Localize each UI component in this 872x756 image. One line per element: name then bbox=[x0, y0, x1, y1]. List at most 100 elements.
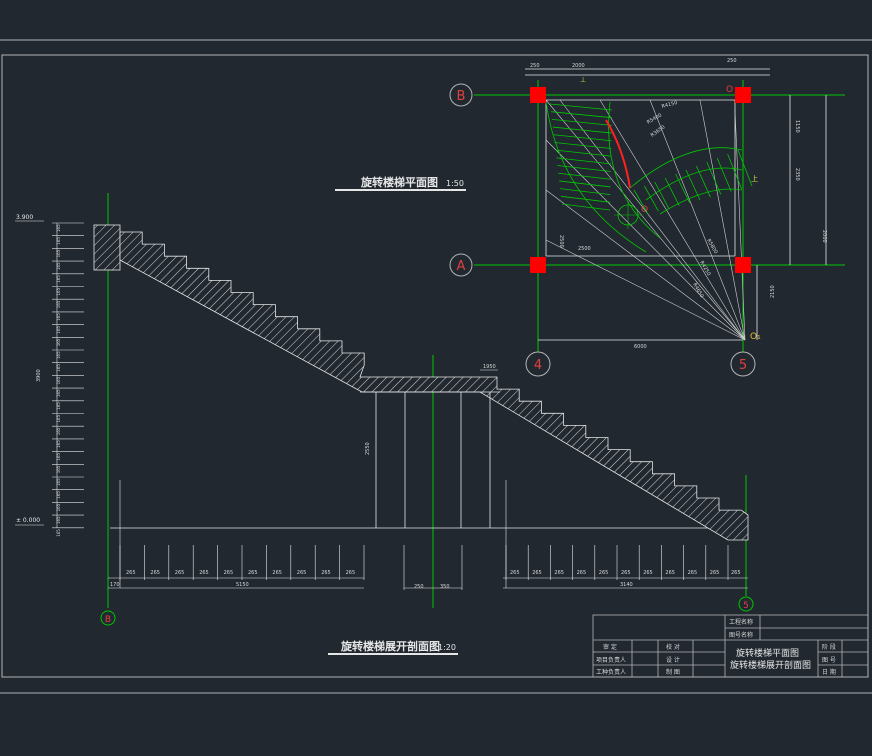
radial-line bbox=[545, 189, 746, 341]
plan-boundaries bbox=[525, 68, 827, 341]
tread-line-lower bbox=[685, 169, 701, 201]
height-scale-label: 165 bbox=[56, 389, 61, 397]
dim-left-a: 2500 bbox=[558, 235, 564, 248]
tread-line-upper bbox=[551, 118, 612, 126]
dim-inner-a: 2500 bbox=[578, 246, 591, 252]
axis-label-4: 4 bbox=[534, 358, 542, 373]
height-scale-label: 165 bbox=[56, 287, 61, 295]
tread-line-upper bbox=[554, 142, 612, 149]
axis-bubble-4 bbox=[525, 351, 551, 377]
tread-line-lower bbox=[716, 157, 732, 192]
height-scale-label: 165 bbox=[56, 453, 61, 461]
tread-line-upper bbox=[549, 103, 613, 111]
left-chain-label: 265 bbox=[199, 570, 209, 576]
right-chain-label: 265 bbox=[688, 570, 698, 576]
tread-line-lower bbox=[644, 185, 659, 212]
axis-bubble-b bbox=[449, 83, 473, 107]
tread-line-lower bbox=[675, 173, 690, 203]
right-chain-label: 265 bbox=[643, 570, 653, 576]
section-axis-bubble-b bbox=[100, 610, 116, 626]
height-scale-label: 165 bbox=[56, 465, 61, 473]
dim-bottom: 6000 bbox=[634, 344, 647, 350]
section-axis-label-5: 5 bbox=[743, 601, 749, 611]
tread-line-upper bbox=[558, 172, 611, 180]
height-scale-label: 165 bbox=[56, 427, 61, 435]
tread-line-lower bbox=[664, 177, 680, 206]
radial-line bbox=[559, 99, 746, 341]
height-scale-label: 165 bbox=[56, 338, 61, 346]
height-scale-label: 165 bbox=[56, 516, 61, 524]
height-scale-label: 165 bbox=[56, 224, 61, 232]
axis-bubble-5 bbox=[730, 351, 756, 377]
plan-scale: 1:50 bbox=[446, 179, 464, 188]
tread-line-lower bbox=[706, 161, 722, 195]
height-scale-label: 165 bbox=[56, 300, 61, 308]
tread-line-upper bbox=[557, 165, 611, 172]
left-chain-label: 265 bbox=[272, 570, 282, 576]
left-chain-label: 265 bbox=[321, 570, 331, 576]
section-axis-label-b: B bbox=[105, 615, 111, 625]
height-scale-label: 165 bbox=[56, 503, 61, 511]
tb-check: 校 对 bbox=[666, 643, 680, 651]
right-chain-label: 265 bbox=[710, 570, 720, 576]
plan-red-arc bbox=[605, 119, 631, 189]
section-landing-elev: 1950 bbox=[483, 364, 496, 370]
tread-line-lower bbox=[654, 181, 670, 209]
plan-title: 旋转楼梯平面图 bbox=[360, 175, 438, 189]
tread-line-upper bbox=[561, 195, 611, 203]
section-axis-bubble-5 bbox=[738, 596, 754, 612]
plan-columns bbox=[530, 87, 751, 273]
tb-design: 设 计 bbox=[666, 656, 680, 664]
height-scale-label: 165 bbox=[56, 440, 61, 448]
right-chain-label: 265 bbox=[577, 570, 587, 576]
tb-stage-label: 阶 段 bbox=[822, 643, 836, 651]
dim-right-b: 2350 bbox=[794, 168, 800, 181]
height-scale-label: 165 bbox=[56, 326, 61, 334]
title-block: 工程名称 图号名称 审 定 校 对 项目负责人 设 计 工种负责人 制 图 旋转… bbox=[592, 614, 869, 678]
height-scale-label: 165 bbox=[56, 529, 61, 537]
right-chain-label: 265 bbox=[665, 570, 675, 576]
right-chain-label: 265 bbox=[510, 570, 520, 576]
column-b4 bbox=[530, 87, 546, 103]
section-post-height: 2550 bbox=[365, 442, 371, 455]
left-chain-label: 265 bbox=[126, 570, 136, 576]
axis-bubble-a bbox=[449, 253, 473, 277]
tread-line-lower bbox=[737, 149, 753, 187]
mark-up-arrow: 上 bbox=[751, 174, 758, 183]
tb-project-no-label: 图号名称 bbox=[729, 631, 753, 639]
height-scale-label: 165 bbox=[56, 491, 61, 499]
inner-stringer-arc bbox=[545, 101, 647, 253]
plan-view: B A 4 5 250 2000 250 1150 2350 2000 2500… bbox=[335, 58, 845, 377]
right-chain-label: 265 bbox=[621, 570, 631, 576]
height-scale-label: 165 bbox=[56, 262, 61, 270]
left-chain-label: 265 bbox=[150, 570, 160, 576]
dim-top-b: 2000 bbox=[572, 63, 585, 69]
radius-5: R4250 bbox=[698, 260, 711, 277]
section-landing-supports bbox=[360, 391, 500, 528]
radial-line bbox=[545, 139, 746, 341]
left-chain-label: 265 bbox=[175, 570, 185, 576]
upper-arc-inner bbox=[645, 167, 743, 201]
tb-sheet-title-2: 旋转楼梯展开剖面图 bbox=[730, 659, 811, 671]
column-b5 bbox=[735, 87, 751, 103]
sheet-frame bbox=[0, 39, 872, 694]
mark-o1: O₁ bbox=[750, 332, 761, 342]
upper-arc-edge bbox=[659, 188, 743, 215]
height-scale-label: 165 bbox=[56, 414, 61, 422]
mark-up-top: ⊥ bbox=[580, 76, 586, 84]
tb-number-label: 图 号 bbox=[822, 657, 836, 664]
column-a4 bbox=[530, 257, 546, 273]
radius-4: R5800 bbox=[705, 238, 718, 255]
tread-line-lower bbox=[633, 189, 649, 215]
tb-sheet-title-1: 旋转楼梯平面图 bbox=[736, 647, 799, 659]
section-height-total: 3900 bbox=[36, 369, 42, 382]
mid-dim-2: 350 bbox=[440, 584, 450, 590]
height-scale-label: 165 bbox=[56, 478, 61, 486]
height-scale-label: 165 bbox=[56, 313, 61, 321]
radial-line bbox=[545, 99, 746, 341]
mark-o-top: O bbox=[726, 85, 733, 95]
tread-line-upper bbox=[552, 126, 612, 134]
